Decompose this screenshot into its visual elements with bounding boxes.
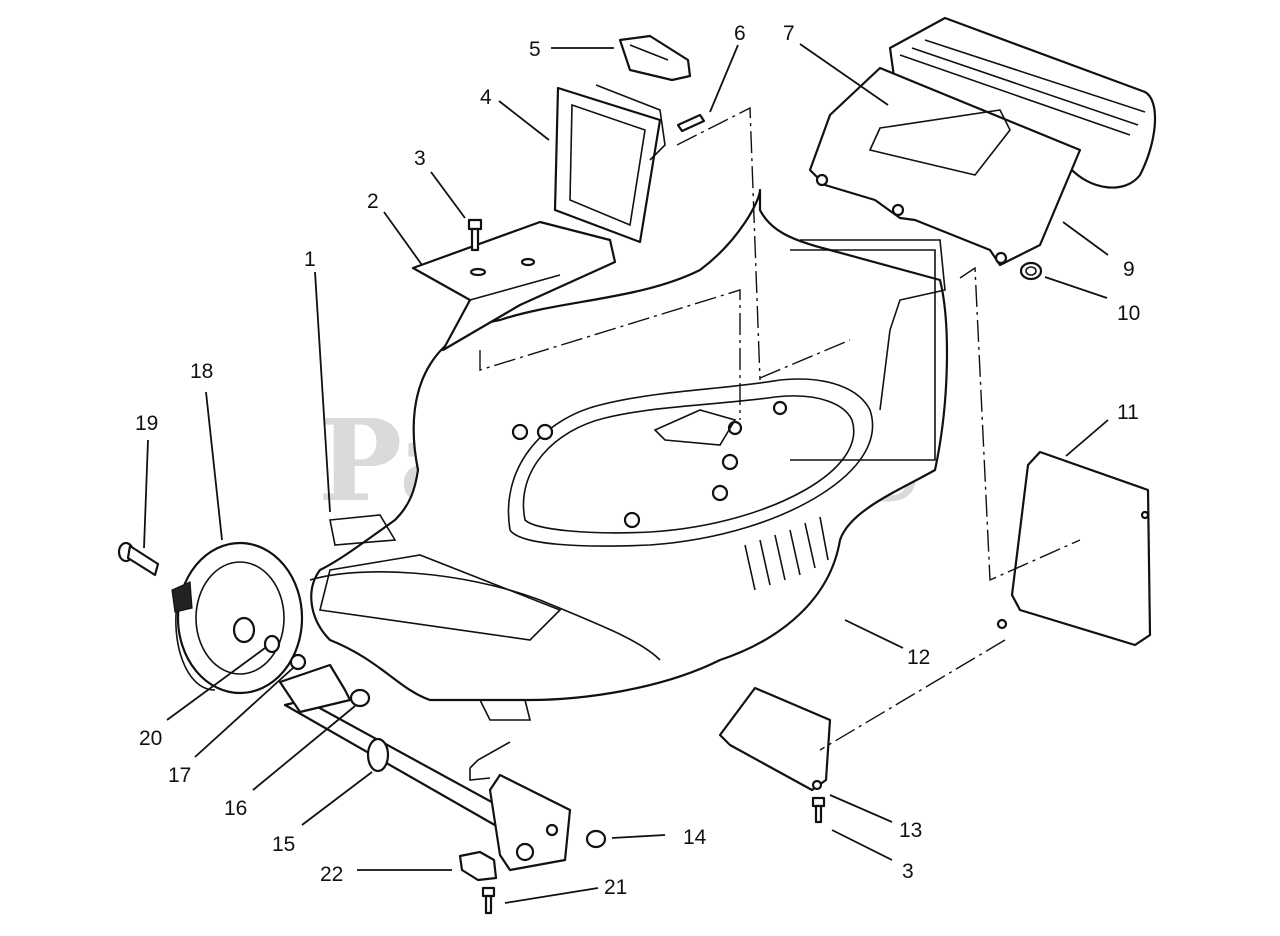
- callout-5: 5: [529, 38, 541, 61]
- callout-12: 12: [907, 646, 930, 669]
- callout-20: 20: [139, 727, 162, 750]
- callout-15: 15: [272, 833, 295, 856]
- part-10-nut: [1019, 261, 1043, 281]
- leader-lines: [143, 43, 1109, 904]
- deck-vent-slots: [744, 516, 829, 591]
- part-4-chute-frame: [553, 84, 666, 244]
- part-6-spring: [676, 113, 706, 133]
- axle-side-plate: [488, 773, 572, 872]
- part-7-grass-bag: [888, 16, 1157, 189]
- callout-19: 19: [135, 412, 158, 435]
- callout-10: 10: [1117, 302, 1140, 325]
- part-13-bracket: [718, 686, 832, 792]
- callout-9: 9: [1123, 258, 1135, 281]
- callout-7: 7: [783, 22, 795, 45]
- part-2-plate: [411, 220, 617, 352]
- callout-16: 16: [224, 797, 247, 820]
- part-1-deck-housing: [309, 188, 949, 721]
- part-18-wheel: [171, 541, 304, 695]
- part-22-clip: [458, 850, 498, 882]
- callout-17: 17: [168, 764, 191, 787]
- part-16-nut: [349, 688, 371, 708]
- part-9-bag-frame: [808, 66, 1082, 267]
- part-21-screw: [481, 886, 496, 915]
- callout-labels: 1 2 3 4 5 6 7 9 10 11 12 13 3 14 15 16 1…: [135, 22, 1140, 899]
- callout-22: 22: [320, 863, 343, 886]
- callout-3-top: 3: [414, 147, 426, 170]
- callout-1: 1: [304, 248, 316, 271]
- part-20-bushing: [232, 616, 281, 654]
- part-11-side-shield: [996, 450, 1152, 647]
- part-17-washer: [289, 653, 307, 671]
- callout-3-bottom: 3: [902, 860, 914, 883]
- part-19-bolt: [117, 541, 160, 577]
- callout-13: 13: [899, 819, 922, 842]
- callout-14: 14: [683, 826, 707, 849]
- callout-18: 18: [190, 360, 213, 383]
- part-14-grommet: [585, 829, 607, 849]
- callout-6: 6: [734, 22, 746, 45]
- part-3-screw-bottom: [811, 796, 826, 824]
- part-5-latch: [618, 34, 692, 82]
- assembly-lines: [479, 106, 1081, 751]
- part-3-screw-top: [467, 218, 483, 252]
- callout-2: 2: [367, 190, 379, 213]
- callout-21: 21: [604, 876, 627, 899]
- callout-11: 11: [1117, 401, 1139, 424]
- callout-4: 4: [480, 86, 492, 109]
